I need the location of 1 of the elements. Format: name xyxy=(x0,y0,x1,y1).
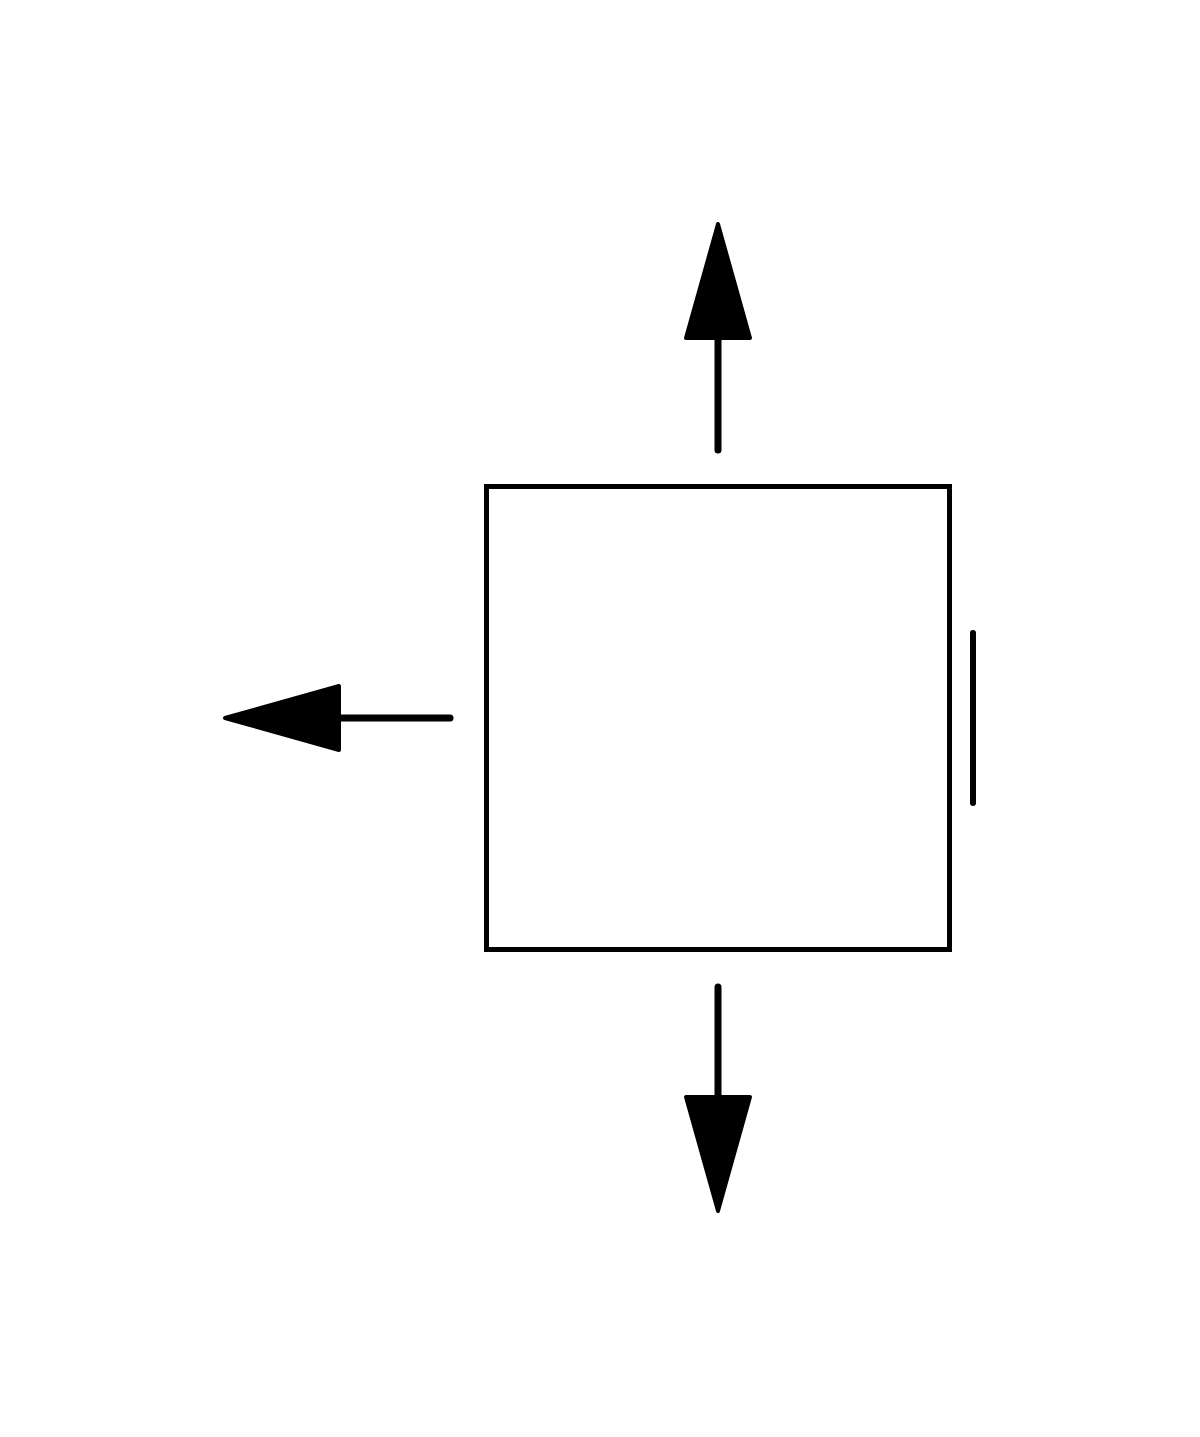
square-box xyxy=(484,484,952,952)
